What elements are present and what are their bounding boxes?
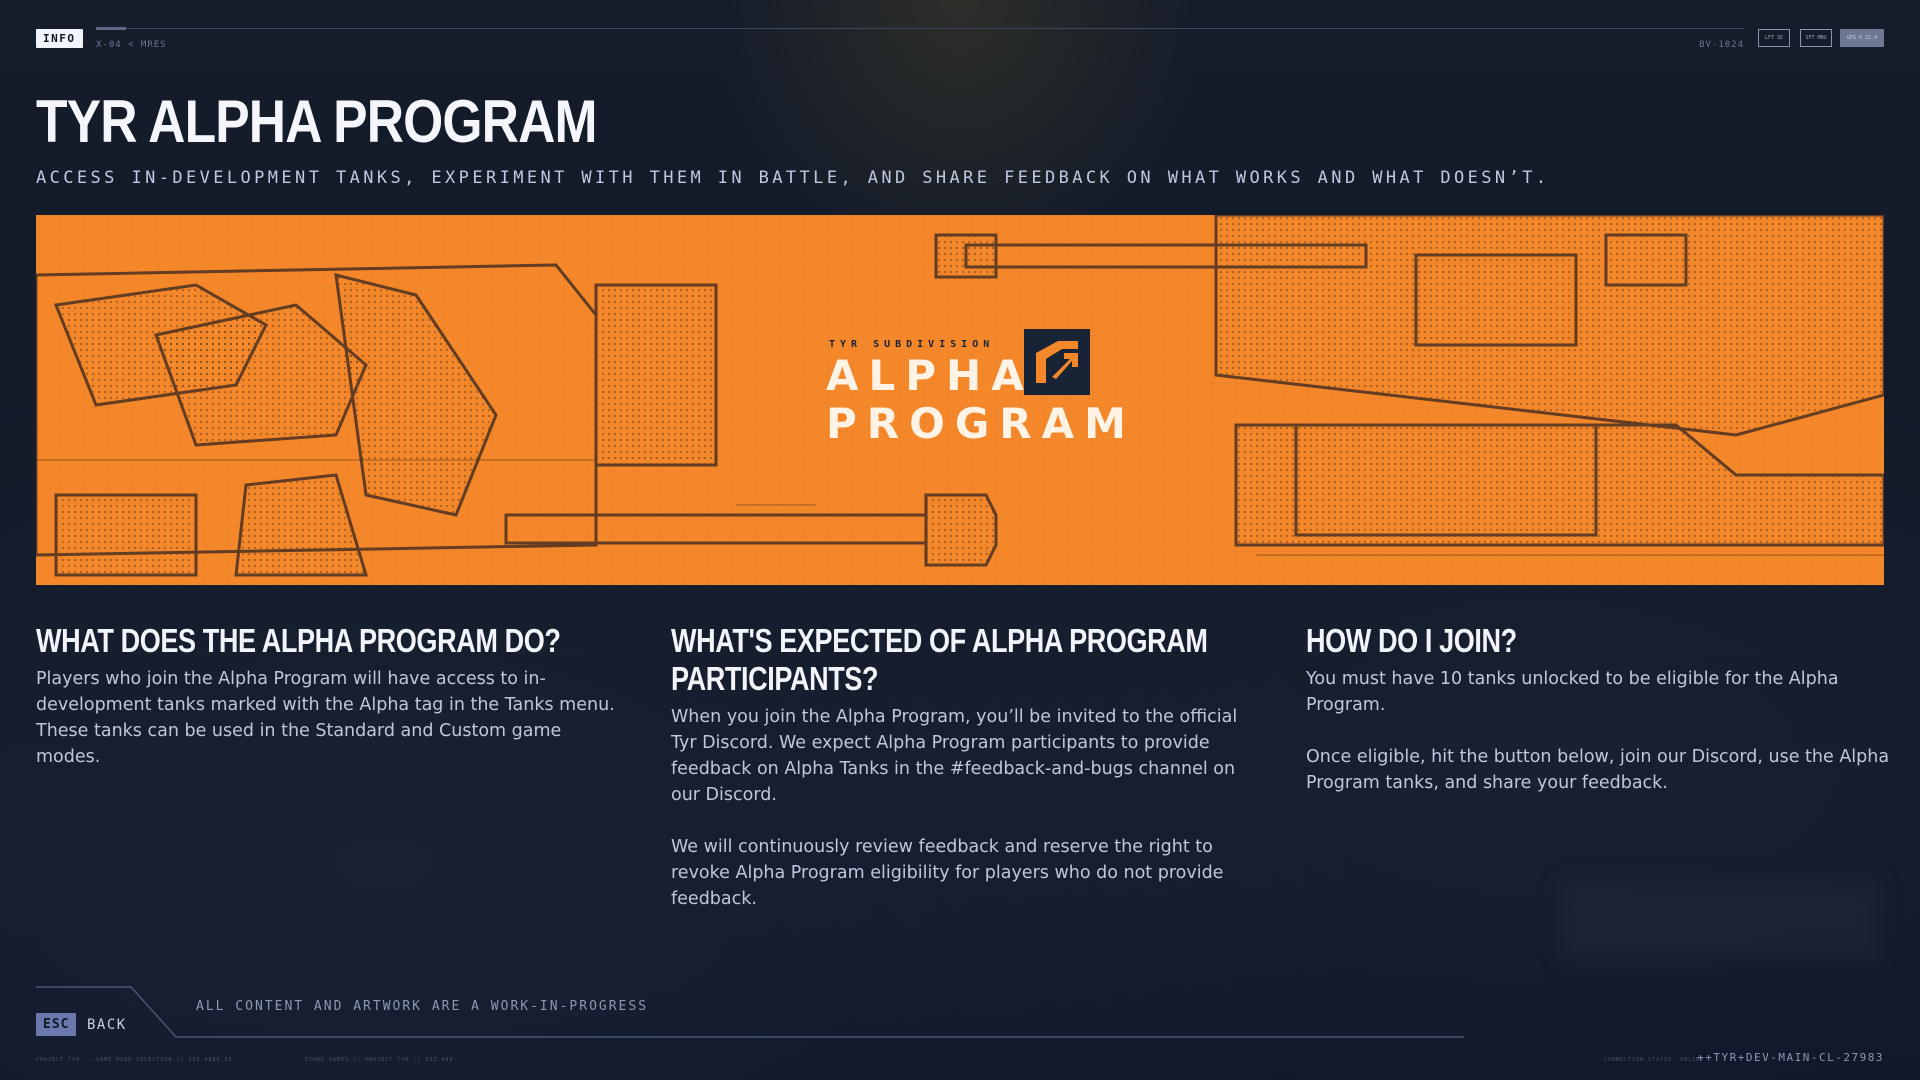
info-tag: INFO xyxy=(36,29,83,48)
banner-alpha-text: ALPHA xyxy=(826,351,1034,400)
column-heading: WHAT'S EXPECTED OF ALPHA PROGRAM PARTICI… xyxy=(671,622,1208,697)
footer-small-mid: STORE GAMES // PROJECT TYR // 333.489 xyxy=(305,1057,454,1063)
footer-small-left: PROJECT TYR -- GAME MODE SELECTION // 32… xyxy=(36,1057,233,1063)
column-paragraph: Players who join the Alpha Program will … xyxy=(36,669,615,767)
blurred-join-button-placeholder xyxy=(1560,880,1880,960)
esc-key-badge[interactable]: ESC xyxy=(36,1013,77,1036)
column-expected: WHAT'S EXPECTED OF ALPHA PROGRAM PARTICI… xyxy=(671,622,1256,938)
build-id: BV-1024 xyxy=(1699,40,1744,50)
top-button-2[interactable]: SFT MNU xyxy=(1800,29,1832,47)
banner-program-text: PROGRAM xyxy=(826,399,1136,448)
column-paragraph: Once eligible, hit the button below, joi… xyxy=(1306,747,1890,793)
breadcrumb: X-04 < MRES xyxy=(96,40,167,50)
alpha-program-banner: TYR SUBDIVISION ALPHA PROGRAM xyxy=(36,215,1884,585)
column-how-to-join: HOW DO I JOIN? You must have 10 tanks un… xyxy=(1306,622,1891,822)
column-paragraph: When you join the Alpha Program, you’ll … xyxy=(671,707,1238,805)
alpha-logo-icon xyxy=(1024,329,1090,395)
column-heading: HOW DO I JOIN? xyxy=(1306,622,1517,659)
column-paragraph: You must have 10 tanks unlocked to be el… xyxy=(1306,669,1839,715)
top-button-3[interactable]: GPS 0 22.4 xyxy=(1840,29,1884,47)
footer-build-id: ++TYR+DEV-MAIN-CL-27983 xyxy=(1697,1051,1884,1064)
column-paragraph: We will continuously review feedback and… xyxy=(671,837,1224,909)
page-subtitle: ACCESS IN-DEVELOPMENT TANKS, EXPERIMENT … xyxy=(36,168,1550,188)
tank-schematic-art xyxy=(36,215,1884,585)
column-what-does: WHAT DOES THE ALPHA PROGRAM DO? Players … xyxy=(36,622,621,796)
back-button[interactable]: BACK xyxy=(87,1017,127,1033)
bottom-frame-line xyxy=(36,986,1464,1038)
top-button-1[interactable]: LFT SE xyxy=(1758,29,1790,47)
column-heading: WHAT DOES THE ALPHA PROGRAM DO? xyxy=(36,622,561,659)
page-title: TYR ALPHA PROGRAM xyxy=(36,88,597,155)
connection-status: CONNECTION STATUS: ONLINE xyxy=(1604,1057,1705,1063)
banner-subdivision: TYR SUBDIVISION xyxy=(829,339,995,350)
wip-notice: ALL CONTENT AND ARTWORK ARE A WORK-IN-PR… xyxy=(196,999,649,1014)
top-progress-line xyxy=(96,27,1744,30)
top-bar: INFO X-04 < MRES BV-1024 LFT SE SFT MNU … xyxy=(36,27,1884,52)
